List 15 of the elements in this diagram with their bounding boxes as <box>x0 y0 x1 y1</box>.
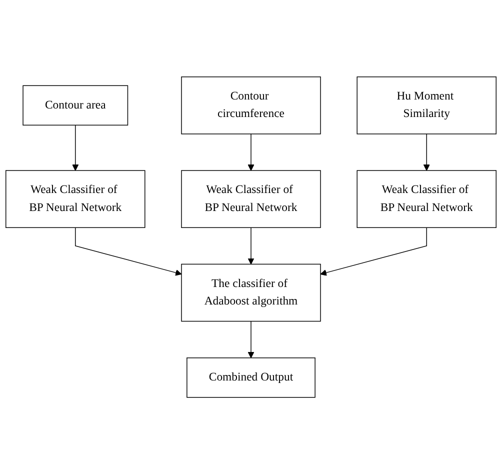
node-box: Contour circumference <box>181 76 321 135</box>
arrow <box>72 125 79 172</box>
arrow <box>248 134 254 172</box>
arrow <box>248 321 254 359</box>
node-box: Contour area <box>22 86 128 126</box>
node-box: The classifier of Adaboost algorithm <box>181 264 321 322</box>
arrow <box>423 134 430 172</box>
arrow <box>248 228 254 265</box>
node-box: Combined Output <box>186 358 316 398</box>
arrow <box>320 228 427 276</box>
arrow <box>75 228 182 276</box>
node-box: Hu Moment Similarity <box>356 76 496 135</box>
node-box: Weak Classifier of BP Neural Network <box>356 170 496 228</box>
node-box: Weak Classifier of BP Neural Network <box>181 170 321 228</box>
node-box: Weak Classifier of BP Neural Network <box>6 170 146 228</box>
